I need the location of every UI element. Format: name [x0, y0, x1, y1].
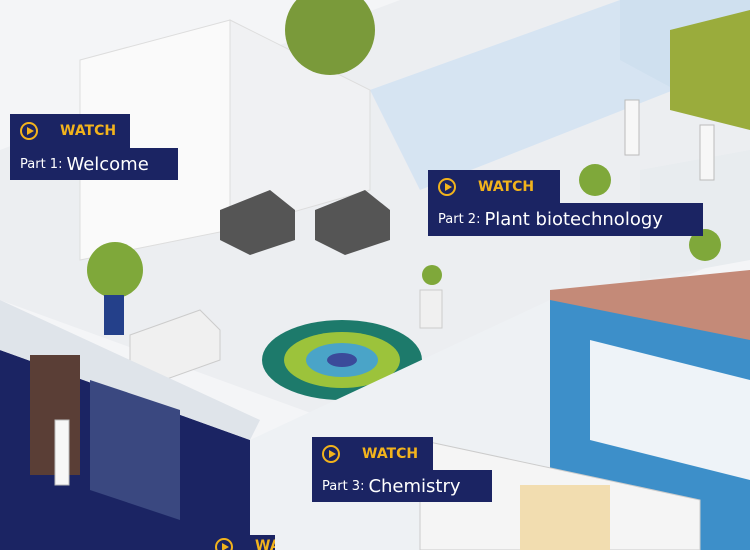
watch-part-2-hotspot[interactable]: WATCH Part 2: Plant biotechnology [428, 170, 704, 236]
watch-part-4-hotspot[interactable]: WATCH [205, 535, 275, 550]
watch-badge: WATCH [205, 535, 275, 550]
watch-label: WATCH [362, 445, 419, 462]
play-icon [20, 122, 38, 140]
watch-label: WATCH [255, 538, 275, 550]
part-title: Welcome [66, 153, 149, 175]
watch-label: WATCH [60, 123, 117, 139]
part-title: Chemistry [368, 475, 461, 497]
watch-part-3-hotspot[interactable]: WATCH Part 3: Chemistry [312, 437, 493, 502]
watch-badge: WATCH [428, 170, 560, 203]
watch-badge: WATCH [312, 437, 433, 470]
watch-part-1-hotspot[interactable]: WATCH Part 1: Welcome [10, 114, 180, 180]
part-number: Part 2: [438, 212, 481, 227]
part-number: Part 1: [20, 156, 63, 172]
play-icon [215, 538, 233, 550]
part-title-box: Part 1: Welcome [10, 148, 178, 180]
part-title-box: Part 3: Chemistry [312, 470, 492, 502]
part-title: Plant biotechnology [484, 209, 663, 230]
part-number: Part 3: [322, 478, 365, 494]
part-title-box: Part 2: Plant biotechnology [428, 203, 703, 236]
watch-badge: WATCH [10, 114, 130, 148]
watch-label: WATCH [478, 178, 535, 195]
play-icon [322, 444, 340, 463]
play-icon [438, 177, 456, 196]
